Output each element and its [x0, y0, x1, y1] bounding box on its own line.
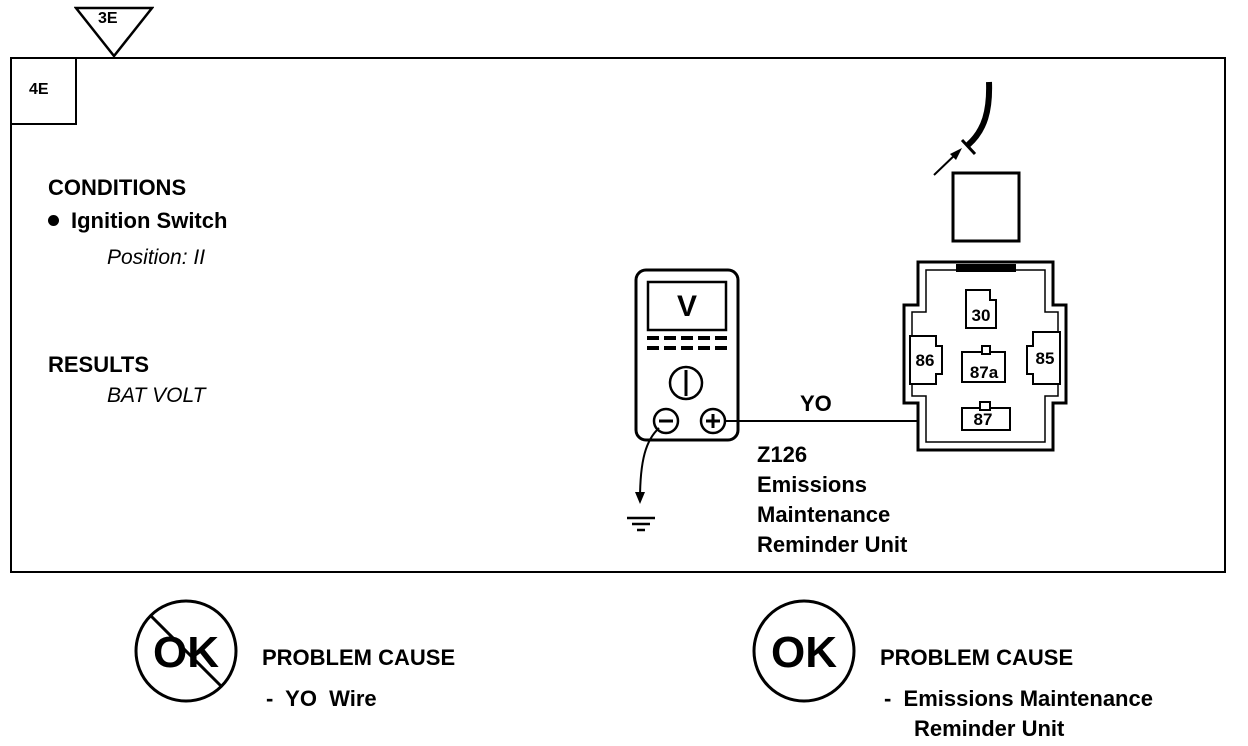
step-box: 4E [10, 57, 77, 125]
voltmeter: V [634, 268, 740, 442]
not-ok-cause: - YO Wire [266, 686, 377, 711]
pin-87a: 87a [970, 363, 999, 382]
ground-lead [635, 427, 660, 504]
not-ok-icon: OK [134, 599, 238, 703]
pin-87: 87 [974, 410, 993, 429]
ok-cause-line2: Reminder Unit [914, 716, 1065, 741]
meter-display: V [677, 290, 697, 323]
ok-heading: PROBLEM CAUSE [880, 645, 1074, 670]
prev-step-label: 3E [98, 10, 118, 27]
wire-label: YO [800, 391, 832, 416]
bullet-icon [48, 215, 59, 227]
selector-dial [668, 365, 704, 401]
step-label: 4E [29, 81, 49, 98]
meter-segments [647, 336, 727, 350]
pin-30: 30 [972, 306, 991, 325]
component-name-line3: Reminder Unit [757, 532, 908, 557]
positive-jack [699, 407, 727, 435]
relay-cover [951, 171, 1021, 243]
prev-step-marker: 3E [73, 6, 155, 59]
conditions-heading: CONDITIONS [48, 175, 187, 200]
harness-lead [933, 81, 993, 176]
component-label: Z126 Emissions Maintenance Reminder Unit [757, 440, 907, 560]
conditions-detail: Position: II [107, 246, 206, 269]
results-value: BAT VOLT [107, 384, 206, 407]
ok-symbol: OK [771, 628, 837, 677]
not-ok-heading: PROBLEM CAUSE [262, 645, 456, 670]
ground-icon [627, 516, 655, 532]
pin-85: 85 [1036, 349, 1055, 368]
conditions-item: Ignition Switch [48, 208, 227, 234]
component-name-line1: Emissions [757, 472, 868, 497]
component-name-line2: Maintenance [757, 502, 891, 527]
relay-socket [902, 260, 1068, 452]
negative-jack [652, 407, 680, 435]
ok-cause-line1: - Emissions Maintenance [884, 686, 1153, 711]
test-frame [10, 57, 1226, 573]
results-heading: RESULTS [48, 352, 150, 377]
component-id: Z126 [757, 442, 808, 467]
conditions-item-label: Ignition Switch [71, 208, 228, 233]
pin-86: 86 [916, 351, 935, 370]
ok-icon: OK [752, 599, 856, 703]
